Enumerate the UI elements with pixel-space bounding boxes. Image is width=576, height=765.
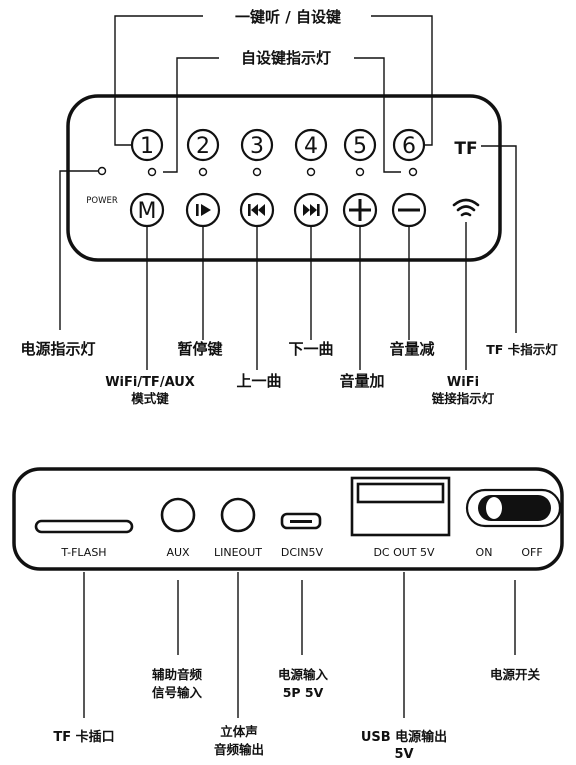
power-switch-knob-highlight xyxy=(486,497,502,519)
leader-tf-indicator xyxy=(481,145,517,333)
tf-text: TF xyxy=(454,139,477,159)
label-wifi-line2: 链接指示灯 xyxy=(432,391,495,406)
bottom-panel-body xyxy=(12,467,564,571)
lineout-jack[interactable] xyxy=(220,497,256,533)
power-text: POWER xyxy=(86,196,118,206)
callout-power-in-line1: 电源输入 xyxy=(278,667,329,682)
label-pause-key: 暂停键 xyxy=(177,340,222,358)
power-led xyxy=(97,166,107,176)
callout-power-in-line2: 5P 5V xyxy=(283,685,324,700)
led-3 xyxy=(252,167,262,177)
number-key-5-label: 5 xyxy=(353,134,367,159)
usb-port-tongue xyxy=(356,482,445,504)
label-next-track: 下一曲 xyxy=(288,340,333,358)
tflash-slot[interactable] xyxy=(34,519,134,534)
next-track-key[interactable] xyxy=(293,192,329,228)
number-key-6-label: 6 xyxy=(402,134,416,159)
pause-key[interactable] xyxy=(185,192,221,228)
prev-track-key[interactable] xyxy=(239,192,275,228)
led-2 xyxy=(198,167,208,177)
top-panel: 一键听 / 自设键 自设键指示灯 1 2 3 4 5 xyxy=(20,8,558,406)
tflash-label: T-FLASH xyxy=(60,546,106,559)
callout-aux-line2: 信号输入 xyxy=(152,685,203,700)
callout-power-switch: 电源开关 xyxy=(490,667,541,682)
number-key-2[interactable]: 2 xyxy=(186,128,220,162)
plus-icon xyxy=(349,199,371,221)
dcout-label: DC OUT 5V xyxy=(373,546,435,559)
label-mode-key-line2: 模式键 xyxy=(131,391,169,406)
off-label: OFF xyxy=(521,546,542,559)
mode-key-glyph: M xyxy=(138,199,157,224)
pause-icon xyxy=(196,204,211,216)
callout-stereo-line1: 立体声 xyxy=(220,724,258,739)
top-panel-body xyxy=(66,94,502,262)
label-custom-indicator: 自设键指示灯 xyxy=(241,49,331,67)
next-track-icon xyxy=(303,204,320,216)
aux-label: AUX xyxy=(166,546,190,559)
callout-usb-line2: 5V xyxy=(394,747,413,762)
label-wifi-line1: WiFi xyxy=(447,375,479,390)
on-label: ON xyxy=(476,546,493,559)
mode-key[interactable]: M xyxy=(129,192,165,228)
volume-up-key[interactable] xyxy=(342,192,378,228)
bottom-panel: T-FLASH AUX LINEOUT DCIN5V DC OUT 5V ON … xyxy=(12,467,564,762)
leader-one-key-listen-right xyxy=(371,15,433,146)
dcin-label: DCIN5V xyxy=(281,546,324,559)
callout-aux-line1: 辅助音频 xyxy=(152,667,203,682)
number-key-6[interactable]: 6 xyxy=(392,128,426,162)
number-key-4-label: 4 xyxy=(304,134,318,159)
label-one-key-listen: 一键听 / 自设键 xyxy=(235,8,341,26)
leader-custom-indicator-left xyxy=(163,57,219,173)
led-6 xyxy=(408,167,418,177)
leader-custom-indicator-right xyxy=(354,57,401,173)
dcin-port-inner xyxy=(290,520,312,523)
label-prev-track: 上一曲 xyxy=(236,372,281,390)
callout-stereo-line2: 音频输出 xyxy=(214,742,264,757)
label-volume-down: 音量减 xyxy=(389,340,434,358)
aux-jack[interactable] xyxy=(160,497,196,533)
led-1 xyxy=(147,167,157,177)
volume-down-key[interactable] xyxy=(391,192,427,228)
leader-power-indicator xyxy=(59,170,98,330)
callout-usb-line1: USB 电源输出 xyxy=(361,729,447,745)
wifi-icon xyxy=(452,198,480,217)
leader-one-key-listen-left xyxy=(114,15,203,146)
label-mode-key-line1: WiFi/TF/AUX xyxy=(105,375,195,390)
number-key-3[interactable]: 3 xyxy=(240,128,274,162)
led-4 xyxy=(306,167,316,177)
number-key-1[interactable]: 1 xyxy=(130,128,164,162)
number-key-5[interactable]: 5 xyxy=(343,128,377,162)
label-tf-indicator: TF 卡指示灯 xyxy=(486,342,558,357)
number-key-3-label: 3 xyxy=(250,134,264,159)
label-volume-up: 音量加 xyxy=(339,372,384,390)
label-power-indicator: 电源指示灯 xyxy=(20,340,95,358)
lineout-label: LINEOUT xyxy=(214,546,262,559)
number-key-2-label: 2 xyxy=(196,134,210,159)
led-5 xyxy=(355,167,365,177)
minus-icon xyxy=(398,208,420,212)
callout-tf-slot: TF 卡插口 xyxy=(53,729,114,745)
number-key-4[interactable]: 4 xyxy=(294,128,328,162)
number-key-1-label: 1 xyxy=(140,134,154,159)
prev-track-icon xyxy=(248,204,265,216)
